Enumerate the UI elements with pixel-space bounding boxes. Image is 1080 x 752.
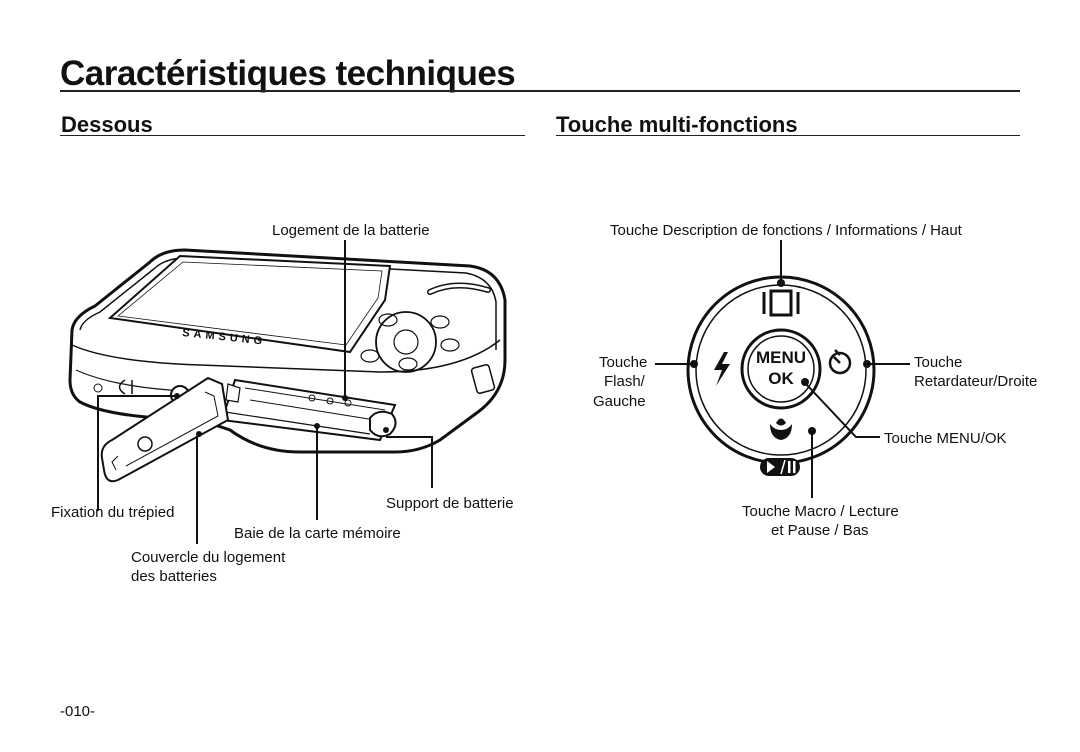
section-rule-left <box>60 135 525 136</box>
flash-icon <box>714 352 730 386</box>
label-macro-line2: et Pause / Bas <box>771 522 869 539</box>
ok-text: OK <box>768 369 794 388</box>
label-flash-line3: Gauche <box>593 393 646 410</box>
lcd-screen <box>107 254 392 354</box>
label-timer-line1: Touche <box>914 354 963 371</box>
title-rule <box>60 90 1020 92</box>
menu-text: MENU <box>756 348 806 367</box>
macro-icon <box>770 418 792 440</box>
label-battery-cover-line2: des batteries <box>131 568 217 585</box>
camera-dial <box>375 311 437 373</box>
label-battery-slot: Logement de la batterie <box>272 222 430 239</box>
display-info-icon <box>762 289 800 317</box>
play-pause-icon <box>760 458 800 476</box>
label-menu-ok: Touche MENU/OK <box>884 430 1007 447</box>
label-info-up-button: Touche Description de fonctions / Inform… <box>610 222 962 239</box>
section-heading-dessous: Dessous <box>61 112 153 137</box>
label-battery-cover-line1: Couvercle du logement <box>131 549 286 566</box>
section-rule-right <box>556 135 1020 136</box>
section-heading-multifunction: Touche multi-fonctions <box>556 112 798 137</box>
label-tripod-mount: Fixation du trépied <box>51 504 175 521</box>
label-flash-line1: Touche <box>599 354 648 371</box>
label-timer-line2: Retardateur/Droite <box>914 373 1038 390</box>
label-battery-holder: Support de batterie <box>386 495 514 512</box>
battery-cover <box>100 376 230 483</box>
battery-latch <box>369 410 397 438</box>
label-macro-line1: Touche Macro / Lecture <box>742 503 899 520</box>
label-flash-line2: Flash/ <box>604 373 645 390</box>
page-title: Caractéristiques techniques <box>60 54 516 93</box>
self-timer-icon <box>828 349 852 375</box>
label-memory-card-bay: Baie de la carte mémoire <box>234 525 401 542</box>
page-number: -010- <box>60 703 96 720</box>
menu-ok-button <box>740 328 822 410</box>
